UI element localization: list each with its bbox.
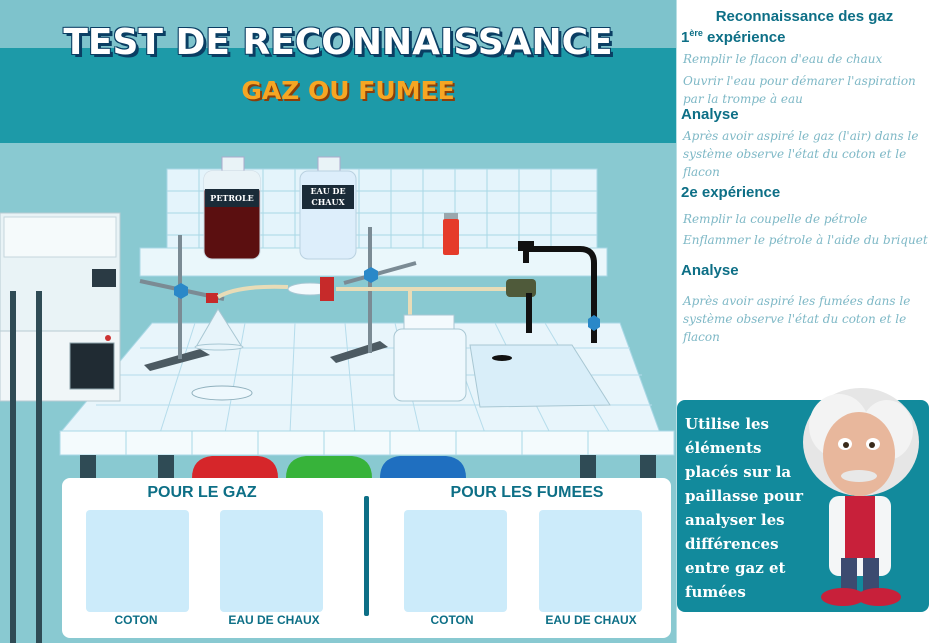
limewater-label-2: CHAUX	[311, 197, 345, 207]
exp1-num: 1	[681, 29, 690, 46]
smoke-cotton-label: COTON	[430, 613, 474, 627]
petrol-dish[interactable]	[191, 385, 253, 401]
incubator[interactable]	[0, 212, 121, 643]
petrol-bottle[interactable]: PETROLE	[203, 156, 261, 260]
experiment-1-title: 1ère expérience	[681, 28, 785, 46]
analyse-1-title: Analyse	[681, 106, 739, 123]
sink[interactable]	[469, 344, 611, 408]
limewater-label-1: EAU DE	[310, 186, 345, 196]
experiment-2-title: 2e expérience	[681, 184, 781, 201]
exp2-step-1: Remplir la coupelle de pétrole	[683, 212, 868, 226]
gas-limewater-label: EAU DE CHAUX	[228, 613, 320, 627]
gas-cotton-label: COTON	[114, 613, 158, 627]
assistant-message: Utilise les éléments placés sur la paill…	[685, 415, 803, 601]
smoke-limewater-label: EAU DE CHAUX	[545, 613, 637, 627]
page-title: TEST DE RECONNAISSANCE	[63, 22, 613, 63]
analyse-1-text: Après avoir aspiré le gaz (l'air) dans l…	[683, 129, 919, 179]
exp2-step-2: Enflammer le pétrole à l'aide du briquet	[683, 233, 928, 247]
left-stand[interactable]	[139, 235, 244, 371]
divider	[364, 496, 369, 616]
analyse-2-text: Après avoir aspiré les fumées dans le sy…	[683, 294, 911, 344]
petrol-label: PETROLE	[210, 193, 253, 203]
smoke-header: POUR LES FUMEES	[450, 484, 604, 501]
exp1-sup: ère	[689, 28, 703, 38]
analyse-2-title: Analyse	[681, 262, 739, 279]
smoke-cotton-slot[interactable]	[404, 510, 507, 612]
gas-header: POUR LE GAZ	[147, 484, 257, 501]
flask[interactable]	[393, 314, 467, 402]
green-bucket[interactable]	[286, 456, 372, 478]
results-panel: POUR LE GAZ POUR LES FUMEES COTON EAU DE…	[62, 478, 671, 638]
water-tap[interactable]	[506, 241, 600, 343]
blue-bucket[interactable]	[380, 456, 466, 478]
header-band	[0, 48, 676, 143]
lab-scene: PETROLE EAU DE CHAUX	[0, 143, 676, 643]
gas-cotton-slot[interactable]	[86, 510, 189, 612]
assistant-box: Utilise les éléments placés sur la paill…	[677, 388, 929, 612]
exp1-step-2: Ouvrir l'eau pour démarer l'aspiration p…	[683, 74, 916, 106]
page-subtitle: GAZ OU FUMEE	[241, 76, 455, 105]
exp1-step-1: Remplir le flacon d'eau de chaux	[683, 52, 883, 66]
exp1-rest: expérience	[702, 29, 786, 46]
red-bucket[interactable]	[192, 456, 278, 478]
lighter[interactable]	[443, 213, 459, 255]
smoke-limewater-slot[interactable]	[539, 510, 642, 612]
einstein-character	[803, 388, 919, 606]
header: TEST DE RECONNAISSANCE GAZ OU FUMEE	[0, 0, 676, 143]
panel-title: Reconnaissance des gaz	[715, 8, 894, 25]
limewater-bottle[interactable]: EAU DE CHAUX	[299, 156, 357, 260]
gas-limewater-slot[interactable]	[220, 510, 323, 612]
cotton-tube[interactable]	[216, 277, 506, 325]
